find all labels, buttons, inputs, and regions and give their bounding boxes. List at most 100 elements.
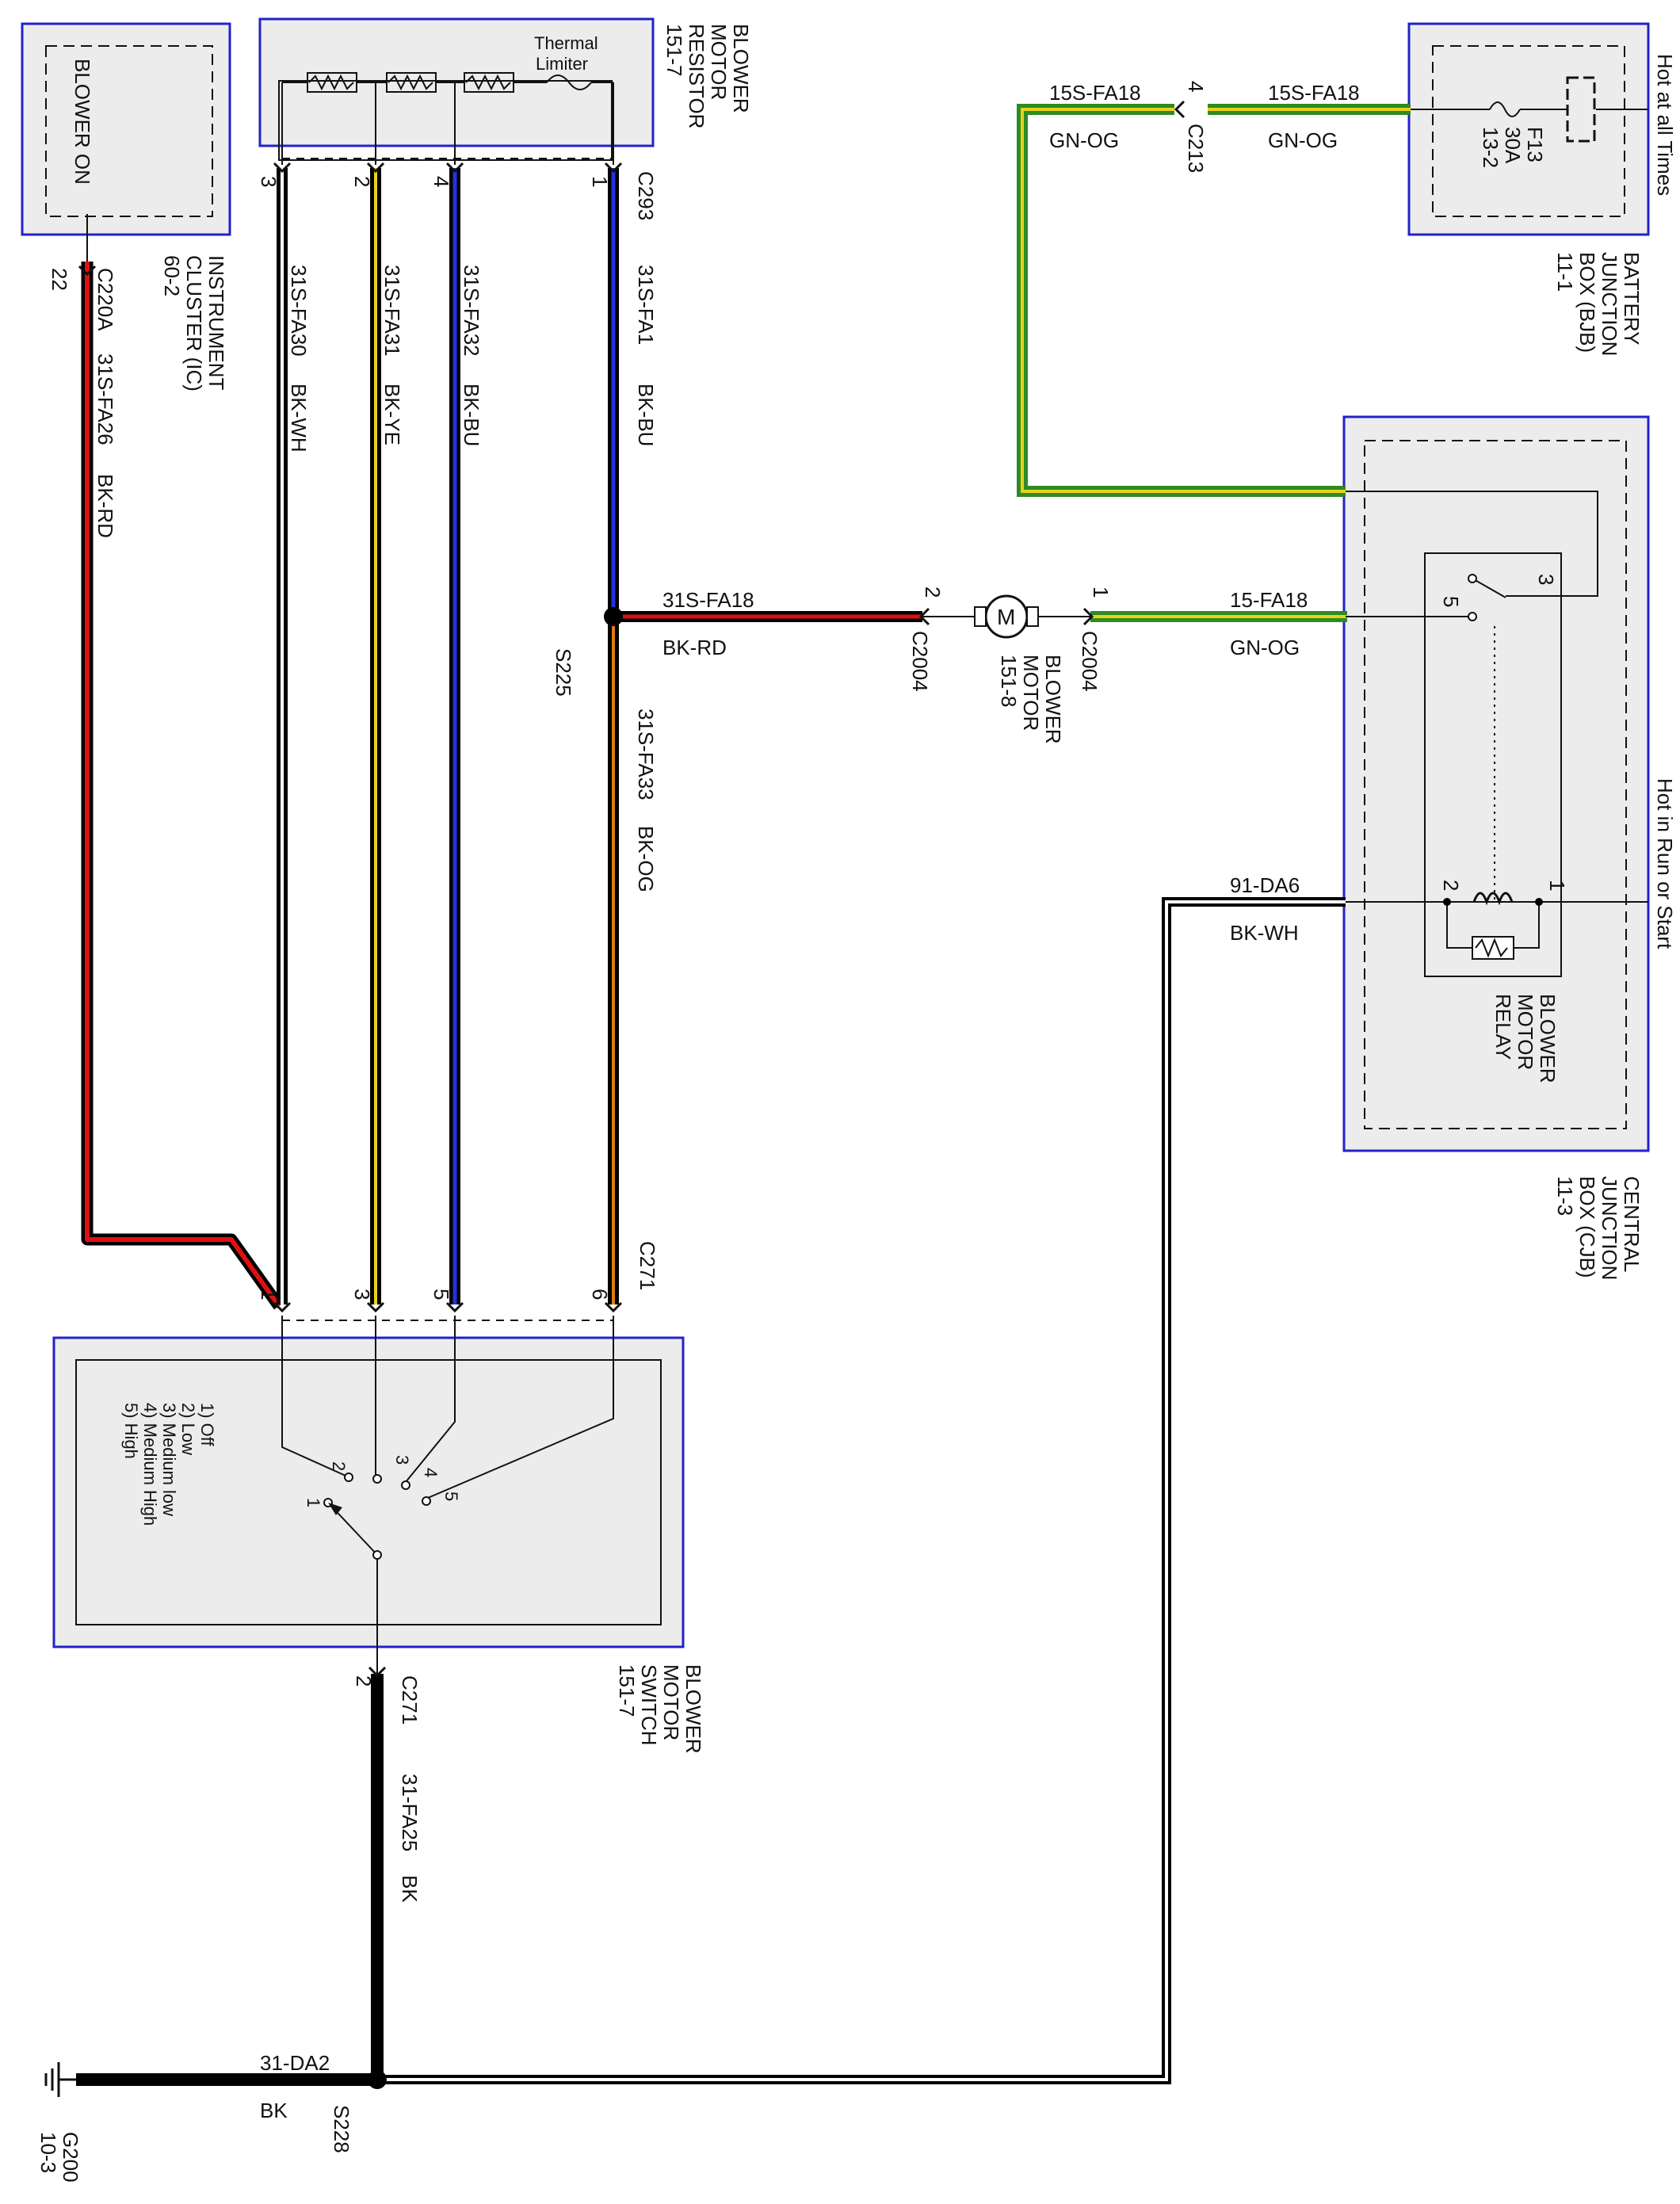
c271-bottom-label: C271 bbox=[398, 1675, 422, 1725]
wire-label-fa32-color: BK-BU bbox=[460, 384, 483, 446]
motor-m-label: M bbox=[997, 605, 1015, 629]
c213-label: C213 bbox=[1184, 124, 1208, 173]
sw-contact-3 bbox=[372, 1474, 382, 1484]
wire-label-fa33-circuit: 31S-FA33 bbox=[634, 709, 658, 800]
switch-position-4: 4) Medium High bbox=[140, 1403, 160, 1526]
blower-on-label: BLOWER ON bbox=[71, 59, 94, 185]
c293-pin-3: 3 bbox=[257, 176, 281, 187]
motor-title-1: BLOWER bbox=[1041, 655, 1065, 744]
wire-label-15fa18-circuit: 15-FA18 bbox=[1230, 588, 1308, 612]
resistor-title-1: BLOWER bbox=[729, 24, 753, 113]
c271-pin-3: 3 bbox=[350, 1289, 374, 1300]
switch-title-2: MOTOR bbox=[659, 1664, 683, 1740]
wire-bk-wh-91 bbox=[377, 897, 1346, 2084]
switch-position-5: 5) High bbox=[121, 1403, 141, 1459]
wire-labels: 31S-FA26 BK-RD 31S-FA30 BK-WH 31S-FA31 B… bbox=[94, 81, 1360, 2122]
resistor-title-2: MOTOR bbox=[707, 24, 731, 100]
resistor-title-3: RESISTOR bbox=[685, 24, 708, 128]
fuse-label-3: 13-2 bbox=[1479, 127, 1502, 168]
mark-c293-3 bbox=[273, 162, 292, 174]
c2004-right-label: C2004 bbox=[1078, 631, 1102, 692]
relay-symbols bbox=[1443, 574, 1543, 960]
wire-gn-og-c213-outer bbox=[1017, 104, 1346, 497]
cjb-title-3: BOX (CJB) bbox=[1575, 1176, 1599, 1278]
relay-pin3 bbox=[1346, 491, 1598, 597]
wire-label-da2-color: BK bbox=[260, 2099, 288, 2122]
instrument-cluster-title-1: INSTRUMENT bbox=[204, 255, 228, 391]
switch-box bbox=[52, 1336, 685, 1648]
cjb-inner bbox=[1364, 440, 1627, 1129]
c271-top-label: C271 bbox=[636, 1241, 659, 1290]
switch-position-2: 2) Low bbox=[178, 1403, 198, 1455]
motor-brush-right bbox=[1026, 606, 1039, 627]
sw-num-5: 5 bbox=[441, 1492, 461, 1501]
wire-label-fa1-color: BK-BU bbox=[634, 384, 658, 446]
ground-label-1: G200 bbox=[59, 2132, 82, 2183]
wire-label-fa30-color: BK-WH bbox=[287, 384, 311, 453]
c271-pin-6: 6 bbox=[588, 1289, 612, 1300]
fuse-symbol bbox=[1489, 101, 1521, 117]
relay-title-3: RELAY bbox=[1491, 994, 1515, 1060]
bjb-hot-switch bbox=[1566, 76, 1596, 143]
instrument-cluster-title-2: CLUSTER (IC) bbox=[182, 255, 206, 392]
relay-contact-pivot bbox=[1468, 574, 1477, 583]
bjb-title-1: BATTERY bbox=[1620, 252, 1644, 346]
sw-wire-1 bbox=[281, 1316, 346, 1476]
wire-label-da6-circuit: 91-DA6 bbox=[1230, 873, 1300, 897]
wire-bk-rd-26-inner bbox=[85, 262, 281, 1308]
mark-c271-5 bbox=[445, 1301, 464, 1313]
connector-marks bbox=[78, 100, 1186, 1678]
c293-pin-2: 2 bbox=[350, 176, 374, 187]
switch-position-1: 1) Off bbox=[197, 1403, 217, 1447]
sw-wire-6 bbox=[427, 1316, 614, 1499]
thermal-limiter-symbol bbox=[546, 74, 592, 90]
sw-num-4: 4 bbox=[421, 1468, 441, 1477]
mark-c271-1 bbox=[273, 1301, 292, 1313]
wire-bk-wh-91-inner bbox=[377, 900, 1346, 2081]
wire-label-15sfa18-left-circuit: 15S-FA18 bbox=[1049, 81, 1141, 105]
sw-arrow-head bbox=[328, 1503, 342, 1515]
instrument-cluster-box bbox=[21, 22, 231, 236]
splice-s228-dot bbox=[368, 2070, 387, 2089]
c293-pin-1: 1 bbox=[588, 176, 612, 187]
mark-c271-6 bbox=[604, 1301, 623, 1313]
instrument-cluster: BLOWER ON INSTRUMENT CLUSTER (IC) 60-2 C… bbox=[21, 22, 231, 392]
switch-title-3: SWITCH bbox=[637, 1664, 661, 1746]
wire-label-fa31-circuit: 31S-FA31 bbox=[380, 265, 404, 357]
c293-label: C293 bbox=[634, 171, 658, 220]
wire-label-fa32-circuit: 31S-FA32 bbox=[460, 265, 483, 357]
fuse-label-1: F13 bbox=[1523, 127, 1547, 162]
fuse-f13 bbox=[1489, 76, 1596, 143]
blower-motor-switch: 1) Off 2) Low 3) Medium low 4) Medium Hi… bbox=[52, 1336, 705, 1754]
switch-title-4: 151-7 bbox=[615, 1664, 639, 1717]
mark-c293-2 bbox=[366, 162, 385, 174]
relay-diode-zigzag bbox=[1475, 938, 1508, 958]
ground-g200: G200 10-3 bbox=[36, 2062, 82, 2183]
mark-c220a bbox=[78, 265, 97, 277]
mark-c293-4 bbox=[445, 162, 464, 174]
wire-label-fa25-circuit: 31-FA25 bbox=[398, 1774, 422, 1851]
wire-bk-rd-26 bbox=[81, 262, 284, 1310]
bjb-title-4: 11-1 bbox=[1553, 252, 1577, 292]
sw-contact-5 bbox=[422, 1496, 431, 1506]
switch-title-1: BLOWER bbox=[682, 1664, 705, 1754]
instrument-cluster-title-3: 60-2 bbox=[160, 255, 184, 296]
blower-motor: M BLOWER MOTOR 151-8 bbox=[974, 594, 1065, 744]
central-junction-box: Hot in Run or Start BLOWER MOTOR RELAY C… bbox=[1342, 415, 1677, 1280]
resistor-inner bbox=[278, 80, 613, 161]
relay-pin-5: 5 bbox=[1439, 596, 1463, 607]
mark-c2004-1 bbox=[1082, 607, 1094, 626]
wire-label-15sfa18-left-color: GN-OG bbox=[1049, 128, 1119, 152]
relay-pin-2: 2 bbox=[1439, 880, 1463, 891]
bjb-title-3: BOX (BJB) bbox=[1575, 252, 1599, 353]
wire-label-da2-circuit: 31-DA2 bbox=[260, 2051, 330, 2075]
mark-c293-1 bbox=[604, 162, 623, 174]
instrument-cluster-inner bbox=[45, 45, 213, 217]
c293-pin-4: 4 bbox=[430, 176, 453, 187]
relay-outline bbox=[1424, 552, 1562, 977]
splice-s225-dot bbox=[604, 607, 623, 626]
relay-title-1: BLOWER bbox=[1536, 994, 1560, 1083]
wire-label-fa1-circuit: 31S-FA1 bbox=[634, 265, 658, 345]
c220a-connector-label: C220A bbox=[94, 268, 117, 331]
switch-inner bbox=[75, 1359, 662, 1625]
